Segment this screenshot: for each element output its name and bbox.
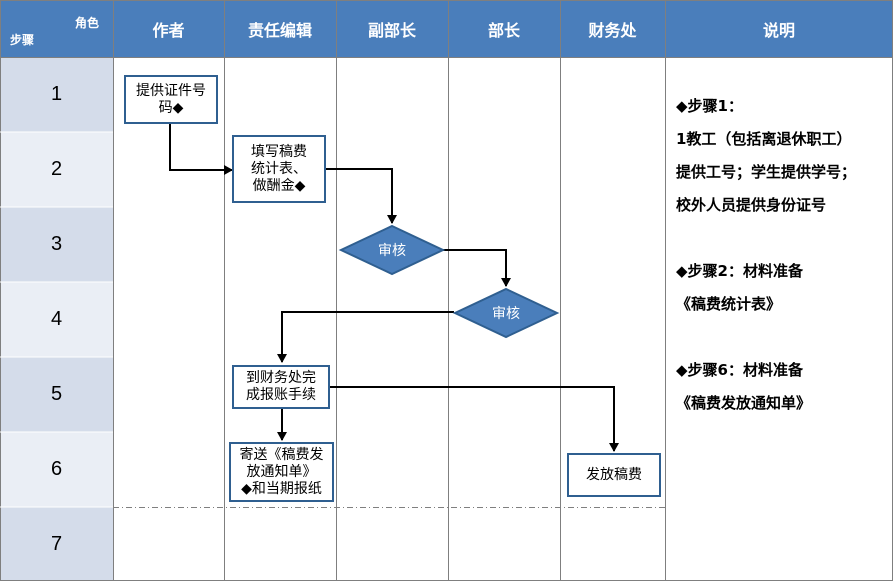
connector-1-to-2 bbox=[169, 124, 233, 175]
corner-header: 角色 步骤 bbox=[0, 0, 113, 57]
finance-procedure-line-1: 到财务处完 bbox=[246, 370, 316, 386]
connector-finance-to-pay bbox=[329, 386, 619, 452]
fill-form-line-2: 统计表、 bbox=[251, 160, 307, 177]
step-cell-4: 4 bbox=[0, 282, 113, 357]
step-cell-1: 1 bbox=[0, 57, 113, 132]
send-notice-line-3: ◆和当期报纸 bbox=[241, 480, 322, 497]
column-header-deputy-director: 副部长 bbox=[336, 0, 448, 57]
note-line-5 bbox=[676, 222, 891, 255]
fill-form-line-3: 做酬金◆ bbox=[252, 177, 306, 194]
column-header-notes: 说明 bbox=[665, 0, 893, 57]
send-notice-line-1: 寄送《稿费发 bbox=[239, 446, 324, 463]
connector-review2-to-finance bbox=[277, 311, 454, 363]
fill-form-box: 填写稿费 统计表、 做酬金◆ bbox=[232, 135, 326, 203]
finance-procedure-box: 到财务处完 成报账手续 bbox=[232, 365, 330, 409]
send-notice-box: 寄送《稿费发 放通知单》 ◆和当期报纸 bbox=[229, 442, 334, 502]
connector-2-to-review1 bbox=[325, 168, 397, 224]
note-line-1: ◆步骤1： bbox=[676, 97, 743, 115]
column-header-finance: 财务处 bbox=[560, 0, 665, 57]
note-line-10: 《稿费发放通知单》 bbox=[676, 394, 812, 412]
review-label-1: 审核 bbox=[378, 243, 406, 259]
connector-review1-to-review2 bbox=[443, 249, 511, 287]
send-notice-line-2: 放通知单》 bbox=[246, 463, 317, 480]
pay-royalty-box: 发放稿费 bbox=[567, 453, 661, 497]
column-header-editor: 责任编辑 bbox=[224, 0, 336, 57]
note-line-9: ◆步骤6：材料准备 bbox=[676, 361, 803, 379]
note-line-6: ◆步骤2：材料准备 bbox=[676, 262, 803, 280]
step-cell-7: 7 bbox=[0, 507, 113, 581]
step-cell-5: 5 bbox=[0, 357, 113, 432]
step-cell-3: 3 bbox=[0, 207, 113, 282]
fill-form-line-1: 填写稿费 bbox=[251, 143, 307, 160]
column-header-author: 作者 bbox=[113, 0, 224, 57]
step-cell-6: 6 bbox=[0, 432, 113, 507]
review-diamond-2 bbox=[452, 287, 560, 339]
review-diamond-1 bbox=[338, 224, 446, 276]
review-label-2: 审核 bbox=[492, 306, 520, 322]
note-line-2: 1教工（包括离退休职工） bbox=[676, 130, 852, 148]
note-line-8 bbox=[676, 321, 891, 354]
column-header-director: 部长 bbox=[448, 0, 560, 57]
note-line-7: 《稿费统计表》 bbox=[676, 295, 782, 313]
notes-panel: ◆步骤1： 1教工（包括离退休职工） 提供工号；学生提供学号； 校外人员提供身份… bbox=[676, 90, 891, 420]
corner-role-label: 角色 bbox=[74, 16, 99, 30]
provide-id-box: 提供证件号码◆ bbox=[124, 75, 218, 124]
note-line-4: 校外人员提供身份证号 bbox=[676, 196, 827, 214]
provide-id-text: 提供证件号码◆ bbox=[136, 82, 206, 116]
step-cell-2: 2 bbox=[0, 132, 113, 207]
pay-royalty-text: 发放稿费 bbox=[586, 466, 642, 483]
note-line-3: 提供工号；学生提供学号； bbox=[676, 163, 857, 181]
corner-step-label: 步骤 bbox=[10, 33, 35, 47]
finance-procedure-line-2: 成报账手续 bbox=[246, 387, 316, 403]
